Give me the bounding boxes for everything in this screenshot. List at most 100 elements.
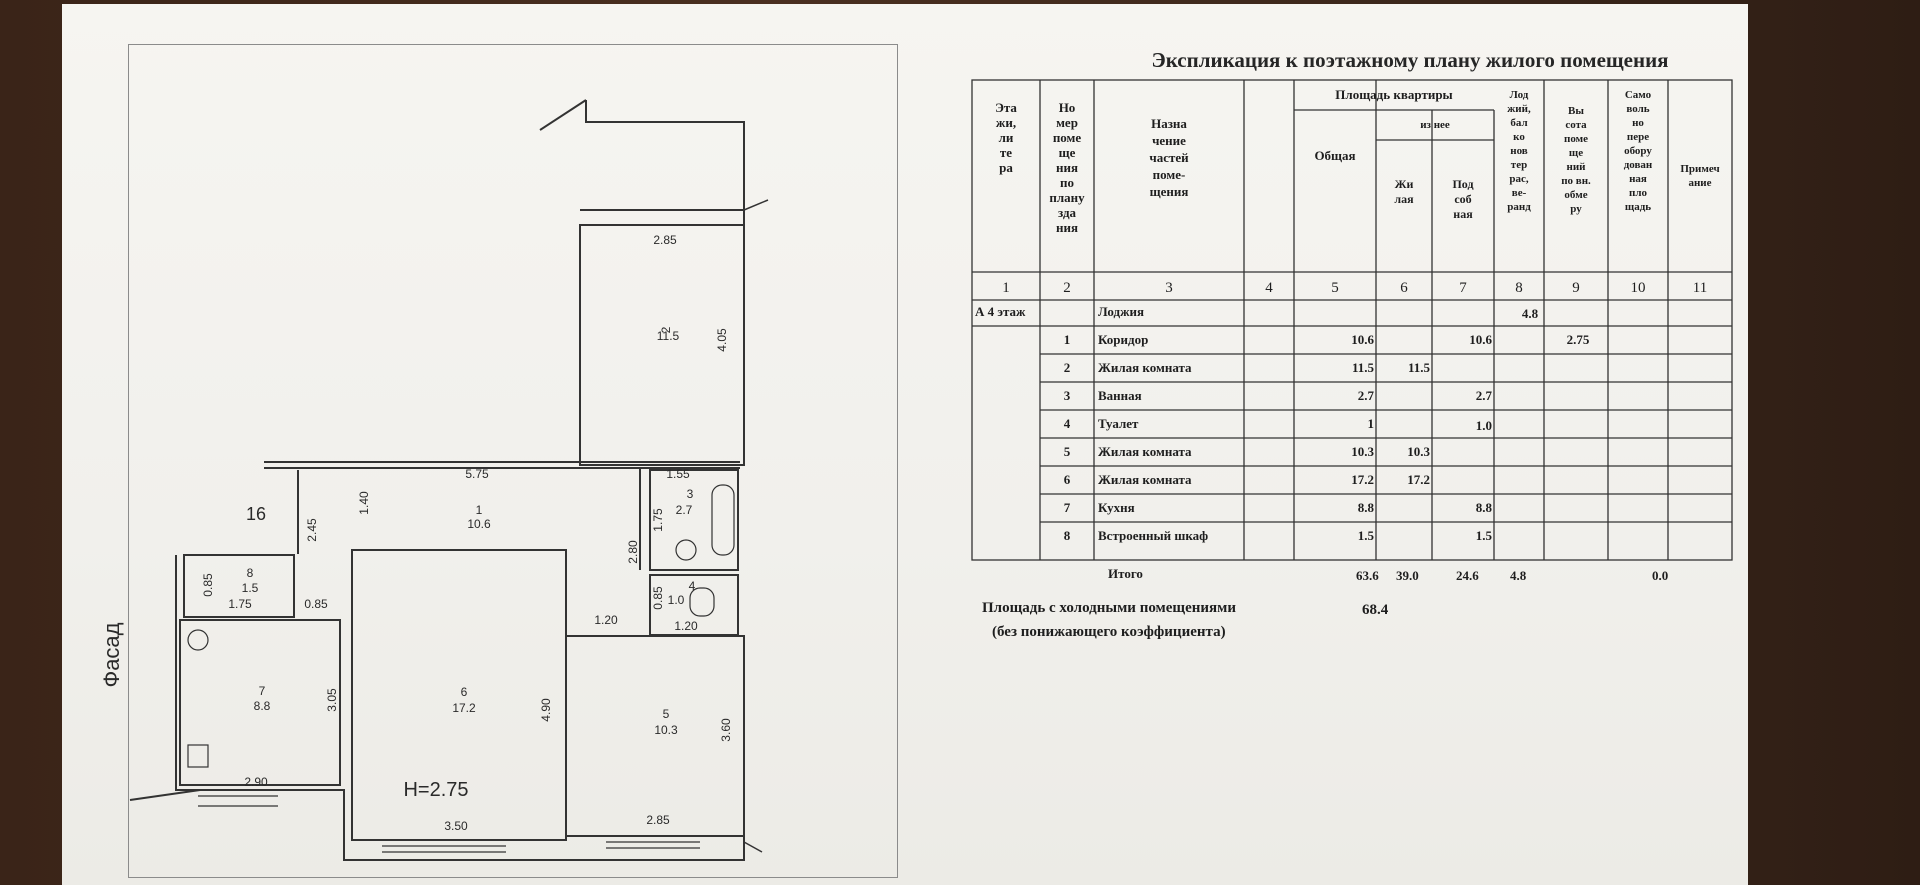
header-col10: Само [1625, 89, 1652, 101]
header-col1: те [1000, 145, 1012, 160]
header-col10: щадь [1625, 201, 1651, 213]
header-col1: Эта [995, 100, 1017, 115]
table-row: 2 Жилая комната 11.5 11.5 [1064, 360, 1431, 375]
header-col3: чение [1152, 133, 1186, 148]
totals-total: 63.6 [1356, 568, 1379, 583]
header-col2: мер [1056, 115, 1078, 130]
room-6-number: 6 [461, 685, 468, 699]
row-number: 2 [1064, 360, 1071, 375]
row-number: 4 [1064, 416, 1071, 431]
dimension: 2.80 [626, 540, 640, 564]
column-number: 2 [1063, 280, 1071, 296]
dimension: 5.75 [465, 467, 489, 481]
room-2-area: 11.5 [657, 329, 680, 343]
header-col9: сота [1565, 119, 1587, 131]
room-4-area: 1.0 [668, 593, 685, 607]
floor-label: А 4 этаж [975, 304, 1026, 319]
dimension: 1.75 [228, 597, 252, 611]
dimension: 4.05 [715, 328, 729, 352]
header-col9: Вы [1568, 105, 1584, 117]
room-8-number: 8 [247, 566, 254, 580]
header-col2: ния [1056, 220, 1078, 235]
table-row: 3 Ванная 2.7 2.7 [1064, 388, 1493, 403]
column-number: 7 [1459, 280, 1467, 296]
column-number: 9 [1572, 280, 1580, 296]
dimension: 4.90 [539, 698, 553, 722]
table-row: 6 Жилая комната 17.2 17.2 [1064, 472, 1430, 487]
column-number: 3 [1165, 280, 1173, 296]
header-col9: поме [1564, 133, 1588, 145]
totals-unauth: 0.0 [1652, 568, 1668, 583]
row-living: 17.2 [1407, 472, 1430, 487]
row-name: Лоджия [1098, 304, 1144, 319]
header-col3: поме- [1153, 167, 1186, 182]
row-aux: 2.7 [1476, 388, 1493, 403]
header-col7: Под [1452, 177, 1473, 191]
dimension: 3.60 [719, 718, 733, 742]
room-3-area: 2.7 [676, 503, 693, 517]
row-name: Ванная [1098, 388, 1142, 403]
dimension: 2.45 [305, 518, 319, 542]
row-total: 8.8 [1358, 500, 1375, 515]
document-sheet [62, 4, 1748, 885]
ceiling-height-label: H=2.75 [403, 779, 468, 801]
dimension: 2.90 [244, 775, 268, 789]
row-total: 10.3 [1351, 444, 1374, 459]
dimension: 1.20 [674, 619, 698, 633]
dimension: 0.85 [201, 573, 215, 597]
header-col1: ли [999, 130, 1014, 145]
row-total: 1 [1368, 416, 1375, 431]
column-number: 10 [1631, 280, 1646, 296]
header-col2: поме [1053, 130, 1082, 145]
header-col8: ранд [1507, 201, 1531, 213]
row-number: 5 [1064, 444, 1071, 459]
room-1-area: 10.6 [467, 517, 491, 531]
cold-area-label: Площадь с холодными помещениями [982, 600, 1236, 616]
row-number: 8 [1064, 528, 1071, 543]
header-col2: ния [1056, 160, 1078, 175]
cold-area-note: (без понижающего коэффициента) [992, 624, 1226, 640]
row-name: Туалет [1098, 416, 1139, 431]
row-aux: 1.0 [1476, 418, 1492, 433]
header-col8: ко [1513, 131, 1525, 143]
header-col10: пере [1627, 131, 1649, 143]
header-col1: жи, [996, 115, 1016, 130]
room-1-number: 1 [476, 503, 483, 517]
table-row: 8 Встроенный шкаф 1.5 1.5 [1064, 528, 1493, 543]
totals-aux: 24.6 [1456, 568, 1479, 583]
room-8-area: 1.5 [242, 581, 259, 595]
header-col8: жий, [1507, 103, 1531, 115]
column-number: 11 [1693, 280, 1707, 296]
header-col8: нов [1510, 145, 1528, 157]
header-col10: дован [1624, 159, 1653, 171]
table-row: 1 Коридор 10.6 10.6 2.75 [1064, 332, 1590, 347]
dimension: 1.20 [594, 613, 618, 627]
header-col6: Жи [1395, 177, 1414, 191]
row-number: 7 [1064, 500, 1071, 515]
totals-row: Итого 63.6 39.0 24.6 4.8 0.0 [1108, 566, 1668, 583]
header-col9: по вн. [1561, 175, 1591, 187]
column-number: 8 [1515, 280, 1523, 296]
row-total: 10.6 [1351, 332, 1374, 347]
header-col2: Но [1059, 100, 1076, 115]
room-7-number: 7 [259, 684, 266, 698]
dimension: 2.85 [646, 813, 670, 827]
row-loggia: 4.8 [1522, 306, 1539, 321]
cold-area-value: 68.4 [1362, 602, 1389, 618]
header-col3: щения [1150, 184, 1189, 199]
header-col2: зда [1058, 205, 1077, 220]
header-col6: лая [1394, 192, 1414, 206]
header-col9: ру [1570, 203, 1582, 215]
header-col10: обору [1624, 145, 1652, 157]
header-col3: Назна [1151, 116, 1187, 131]
header-col10: воль [1626, 103, 1649, 115]
header-col9: обме [1564, 189, 1587, 201]
explication-table-grid [971, 79, 1733, 561]
room-3-number: 3 [687, 487, 694, 501]
row-name: Встроенный шкаф [1098, 528, 1208, 543]
row-total: 11.5 [1352, 360, 1375, 375]
dimension: 1.55 [666, 467, 690, 481]
row-name: Жилая комната [1098, 360, 1192, 375]
row-aux: 1.5 [1476, 528, 1493, 543]
dimension: 1.40 [357, 491, 371, 515]
